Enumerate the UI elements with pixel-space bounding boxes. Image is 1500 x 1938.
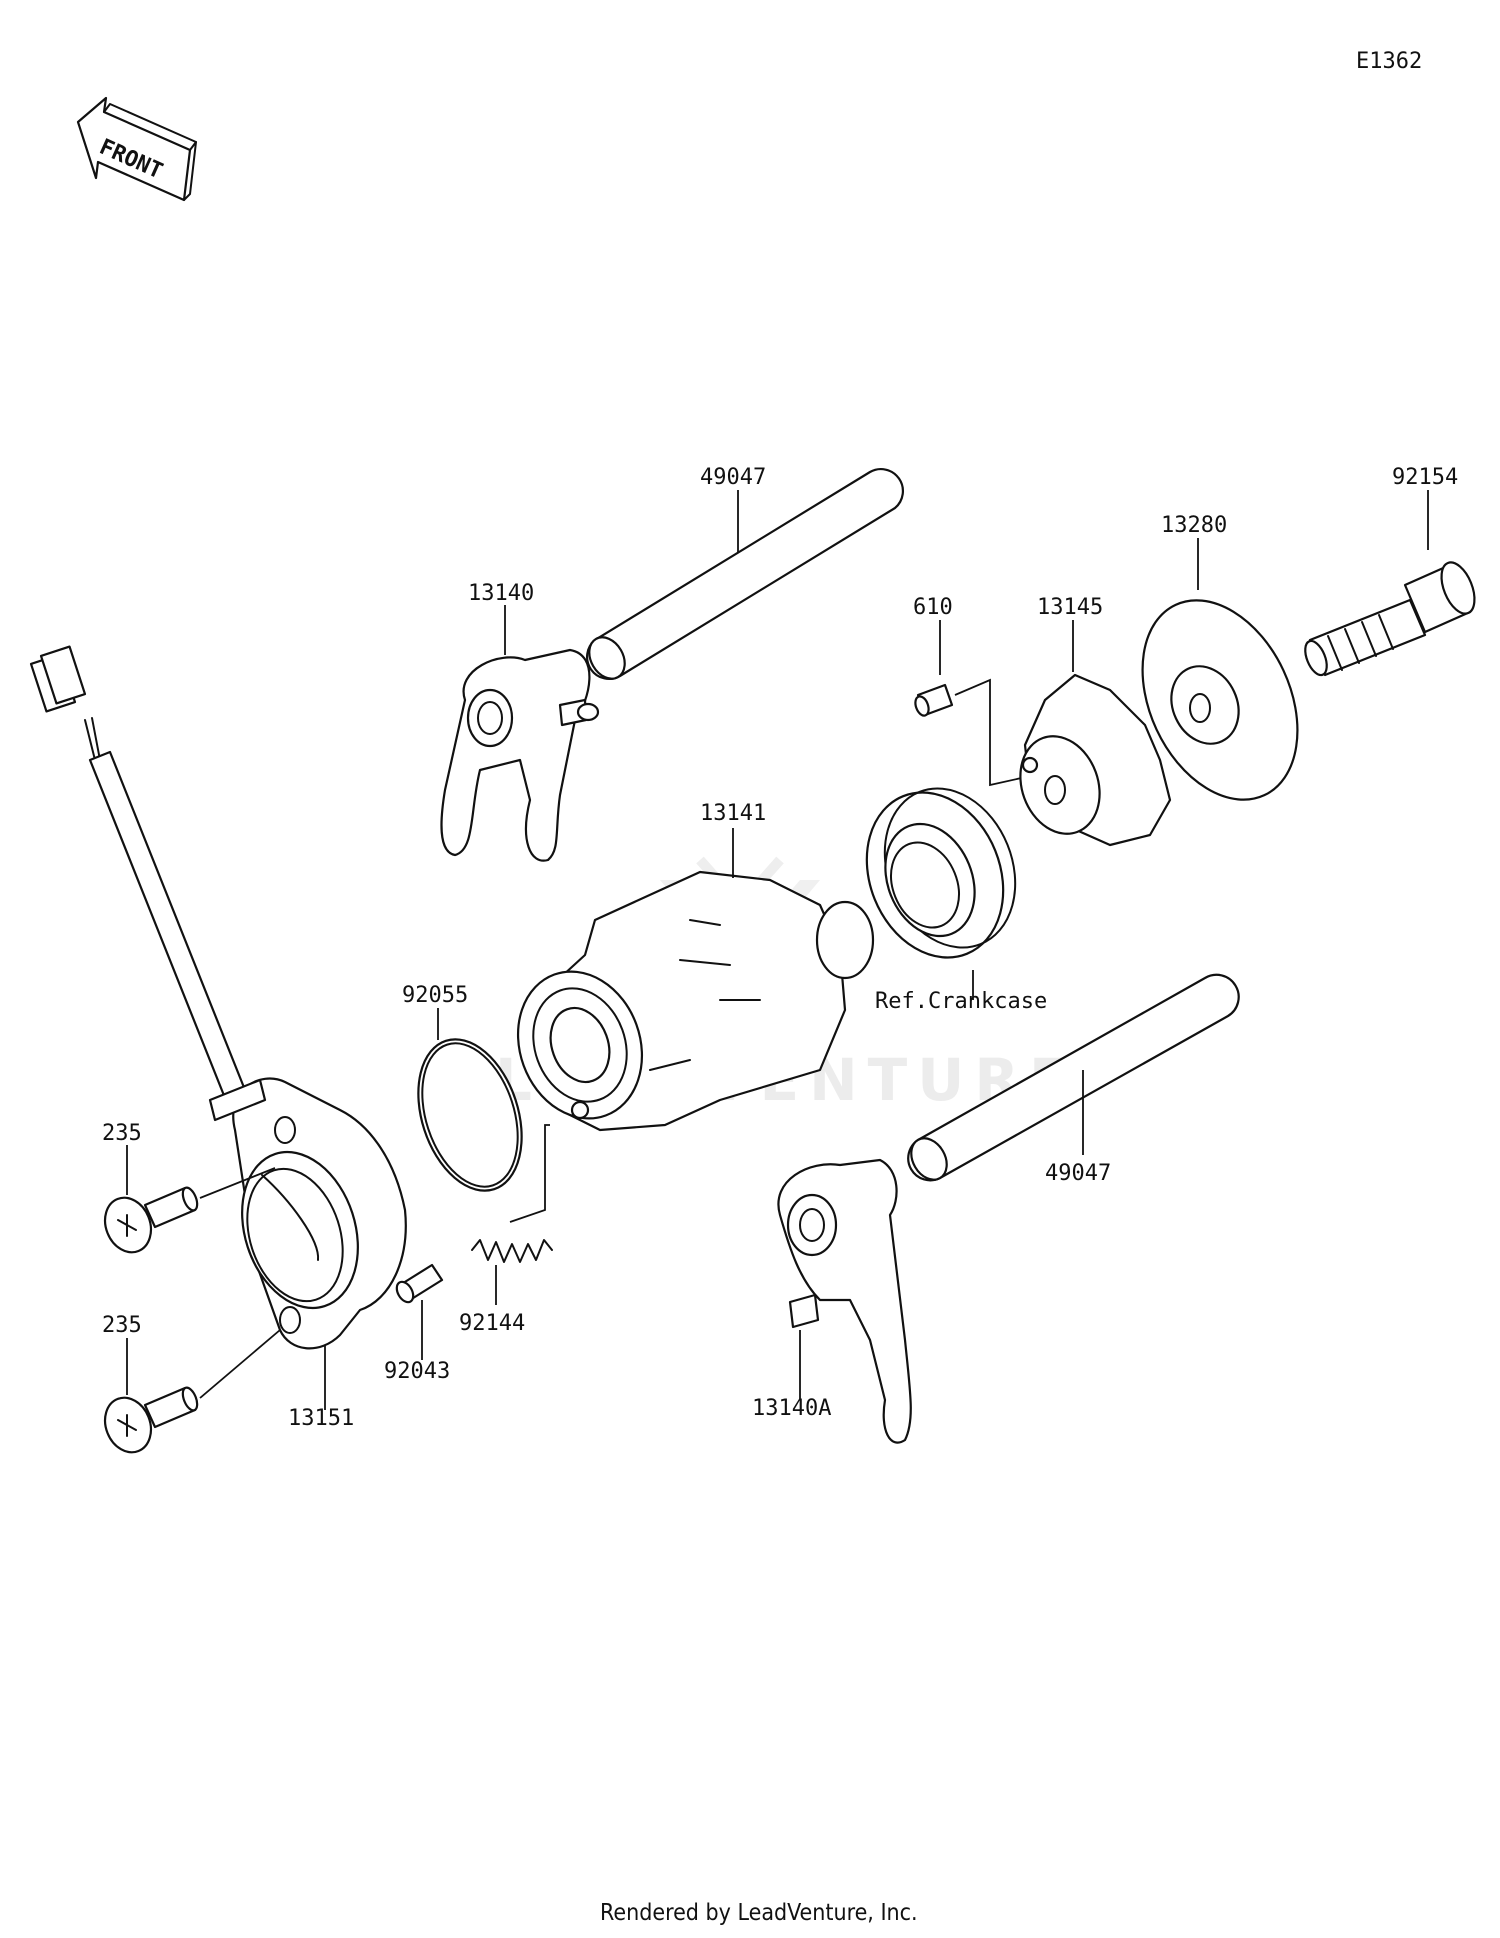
bolt-top xyxy=(1304,561,1476,677)
footer-credit: Rendered by LeadVenture, Inc. xyxy=(600,1900,918,1926)
screw-lower xyxy=(103,1386,199,1454)
label-13280: 13280 xyxy=(1161,513,1227,538)
label-235-lower: 235 xyxy=(102,1313,142,1338)
neutral-switch xyxy=(208,1077,407,1350)
front-arrow-icon: FRONT xyxy=(76,96,197,202)
label-610: 610 xyxy=(913,595,953,620)
label-13151: 13151 xyxy=(288,1406,354,1431)
label-13140A: 13140A xyxy=(752,1396,831,1421)
holder-plate xyxy=(1141,599,1299,801)
label-235-upper: 235 xyxy=(102,1121,142,1146)
bearing xyxy=(865,787,1017,959)
label-49047-lower: 49047 xyxy=(1045,1161,1111,1186)
pin-92043 xyxy=(395,1263,444,1304)
switch-wire-connector xyxy=(29,645,247,1100)
shift-fork-lower xyxy=(777,1158,912,1444)
shift-rod-upper xyxy=(585,468,905,680)
shift-drum-cam xyxy=(1019,673,1172,847)
shift-fork-upper xyxy=(440,648,600,862)
label-ref-crankcase: Ref.Crankcase xyxy=(875,989,1047,1014)
label-92154: 92154 xyxy=(1392,465,1458,490)
diagram-code: E1362 xyxy=(1356,49,1422,74)
shift-rod-lower xyxy=(907,973,1240,1182)
label-92144: 92144 xyxy=(459,1311,525,1336)
label-13145: 13145 xyxy=(1037,595,1103,620)
shift-drum xyxy=(516,870,875,1132)
label-13141: 13141 xyxy=(700,801,766,826)
pin-610 xyxy=(914,683,954,717)
label-49047-upper: 49047 xyxy=(700,465,766,490)
screw-upper xyxy=(103,1186,199,1254)
label-92043: 92043 xyxy=(384,1359,450,1384)
o-ring xyxy=(417,1038,523,1192)
spring xyxy=(471,1239,553,1263)
label-92055: 92055 xyxy=(402,983,468,1008)
label-13140: 13140 xyxy=(468,581,534,606)
